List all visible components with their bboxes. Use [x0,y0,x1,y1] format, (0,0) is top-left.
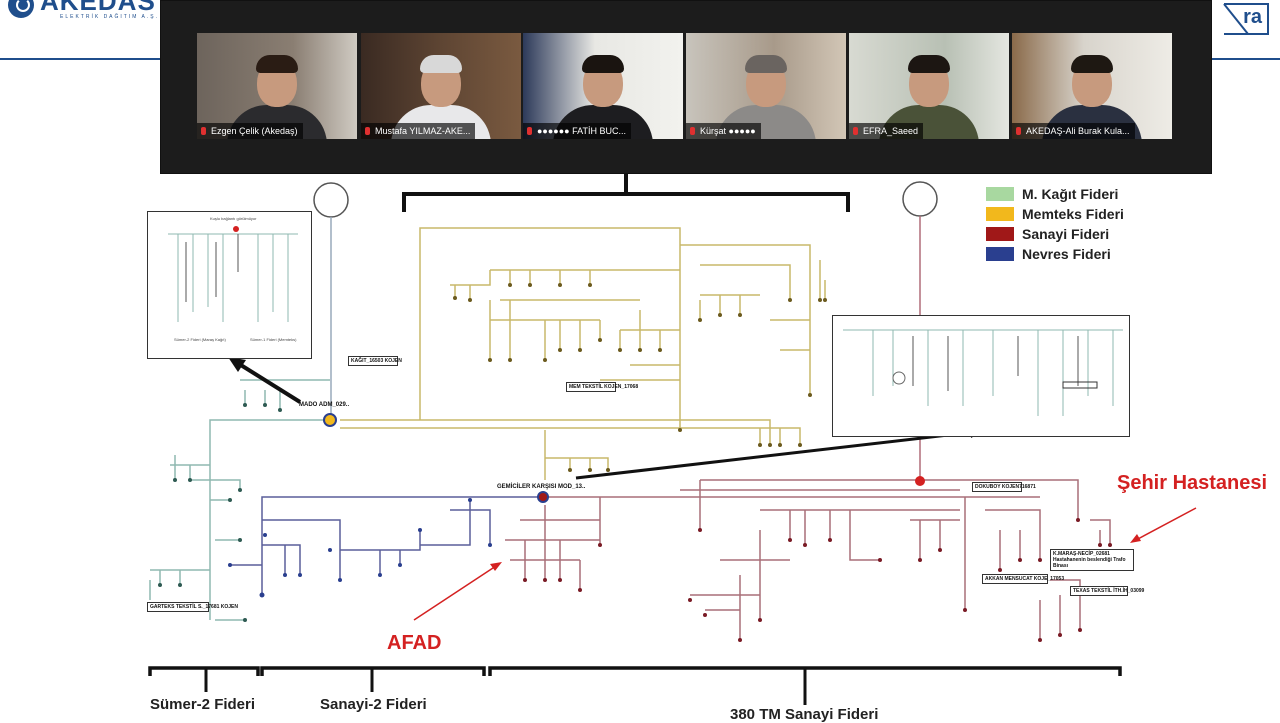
sumer2-fider-label: Sümer-2 Fideri [150,696,256,713]
participant-tile[interactable]: ●●●●●● FATİH BUC... [523,33,683,139]
muted-mic-icon [527,127,532,135]
mado-node-icon [323,413,337,427]
legend-label: M. Kağıt Fideri [1022,186,1119,202]
legend-label: Memteks Fideri [1022,206,1124,222]
legend-label: Nevres Fideri [1022,246,1111,262]
fider-legend: M. Kağıt Fideri Memteks Fideri Sanayi Fi… [986,184,1124,264]
partner-logo: ra [1220,0,1272,38]
muted-mic-icon [365,127,370,135]
substation-left-icon [313,182,349,218]
participant-name: Mustafa YILMAZ-AKE... [361,123,476,139]
akedas-logo: AKEDAS ELEKTRİK DAĞITIM A.Ş. [8,0,159,22]
mado-node-label: MADO ADM_029.. [299,402,350,408]
gemiciler-node-label: GEMİCİLER KARŞISI MOD_13.. [497,484,586,490]
sanayi2-fider-label: Sanayi-2 Fideri [320,696,427,713]
legend-swatch [986,187,1014,201]
partner-logo-text: ra [1243,6,1262,28]
inset-right-lines [843,329,1123,416]
substation-right-icon [902,181,938,217]
legend-swatch [986,227,1014,241]
participant-name: ●●●●●● FATİH BUC... [523,123,631,139]
kagit-kojen-label: KAĞIT_16503 KOJEN [348,356,402,366]
afad-annotation: AFAD [387,632,442,654]
akedas-logo-subtitle: ELEKTRİK DAĞITIM A.Ş. [60,14,159,20]
texas-tekstil-label: TEXAS TEKSTİL İTH.İH_03099 [1070,586,1144,596]
legend-swatch [986,207,1014,221]
muted-mic-icon [853,127,858,135]
dokuboy-kojen-label: DOKUBOY KOJEN716871 [972,482,1036,492]
tm380-fider-label: 380 TM Sanayi Fideri [730,706,879,723]
legend-item: Memteks Fideri [986,204,1124,224]
partner-logo-icon [1223,3,1269,35]
participant-tile[interactable]: Ezgen Çelik (Akedaş) [197,33,357,139]
muted-mic-icon [1016,127,1021,135]
inset-left-detail: Kuşlu bağlantı görülmüyor Sümer-2 Fideri… [147,211,312,359]
akedas-logo-icon [8,0,34,18]
inset-left-caption-left: Sümer-2 Fideri (Maraş Kağıt) [174,337,226,342]
garteks-tekstil-label: GARTEKS TEKSTİL S._17681 KOJEN [147,602,238,612]
muted-mic-icon [201,127,206,135]
sehir-hastanesi-annotation: Şehir Hastanesi [1117,472,1268,494]
participant-name: Kürşat ●●●●● [686,123,761,139]
kmaras-trafo-label: K.MARAŞ-NECİP_02681 Hastahanenin beslend… [1050,549,1134,571]
legend-item: Sanayi Fideri [986,224,1124,244]
akkan-mensucat-label: AKKAN MENSUCAT KOJE_17053 [982,574,1064,584]
participant-name: Ezgen Çelik (Akedaş) [197,123,303,139]
participant-tile[interactable]: EFRA_Saeed [849,33,1009,139]
gemiciler-node-icon [537,491,549,503]
participant-tile[interactable]: Kürşat ●●●●● [686,33,846,139]
legend-item: M. Kağıt Fideri [986,184,1124,204]
legend-label: Sanayi Fideri [1022,226,1110,242]
mem-tekstil-label: MEM TEKSTİL KOJEN_17068 [566,382,638,392]
legend-item: Nevres Fideri [986,244,1124,264]
participant-name: AKEDAŞ-Ali Burak Kula... [1012,123,1135,139]
participant-tile[interactable]: AKEDAŞ-Ali Burak Kula... [1012,33,1172,139]
inset-left-header: Kuşlu bağlantı görülmüyor [210,216,257,221]
inset-left-caption-right: Sümer-1 Fideri (Memteks) [250,337,297,342]
inset-left-lines [168,226,298,322]
akedas-logo-text: AKEDAS [40,0,156,16]
legend-swatch [986,247,1014,261]
muted-mic-icon [690,127,695,135]
participant-name: EFRA_Saeed [849,123,924,139]
red-node-icon [915,476,925,486]
video-conference-panel: Ezgen Çelik (Akedaş) Mustafa YILMAZ-AKE.… [160,0,1212,174]
participant-tile[interactable]: Mustafa YILMAZ-AKE... [361,33,521,139]
inset-right-detail [832,315,1130,437]
